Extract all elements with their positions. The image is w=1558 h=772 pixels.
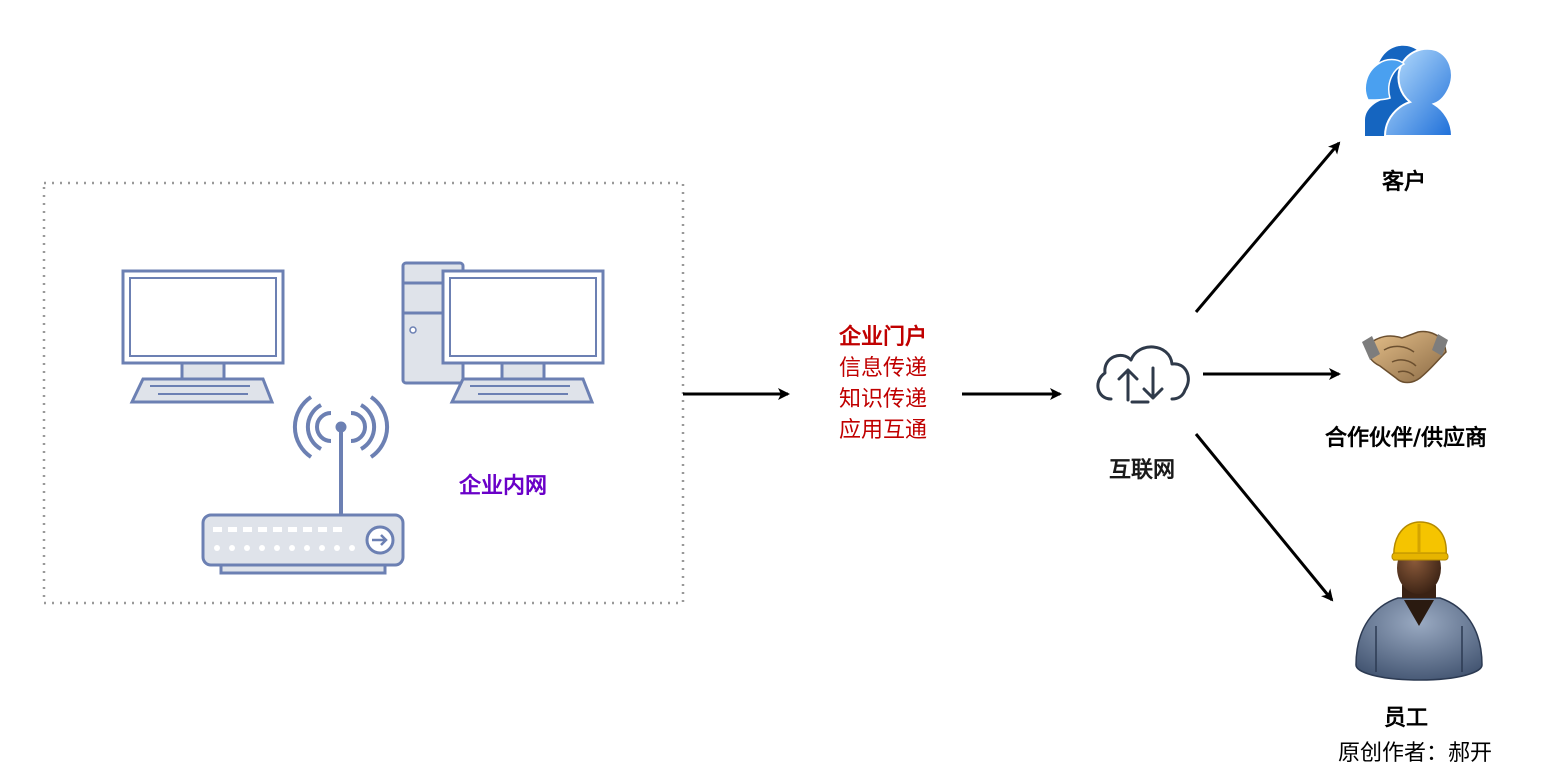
author-credit: 原创作者：郝开 bbox=[1338, 741, 1493, 766]
cloud-sync-icon bbox=[1096, 345, 1190, 404]
handshake-icon bbox=[1362, 330, 1448, 384]
portal-line-info: 信息传递 bbox=[838, 356, 927, 381]
employee-label: 员工 bbox=[1383, 706, 1428, 731]
desktop-pc-icon bbox=[401, 261, 605, 404]
intranet-label: 企业内网 bbox=[459, 474, 548, 499]
internet-label: 互联网 bbox=[1108, 458, 1175, 483]
arrow-internet-to-customer bbox=[1194, 141, 1341, 313]
customer-group-icon bbox=[1364, 45, 1454, 137]
portal-text-block: 企业门户 信息传递 知识传递 应用互通 bbox=[810, 322, 956, 446]
portal-line-app: 应用互通 bbox=[838, 418, 927, 443]
customer-label: 客户 bbox=[1381, 170, 1426, 195]
partner-label: 合作伙伴/供应商 bbox=[1324, 426, 1488, 451]
worker-helmet-icon bbox=[1355, 521, 1483, 681]
portal-title: 企业门户 bbox=[838, 325, 927, 350]
arrow-internet-to-employee bbox=[1194, 433, 1334, 602]
monitor-icon bbox=[121, 269, 285, 404]
portal-line-knowledge: 知识传递 bbox=[838, 387, 927, 412]
wireless-router-icon bbox=[201, 395, 405, 575]
